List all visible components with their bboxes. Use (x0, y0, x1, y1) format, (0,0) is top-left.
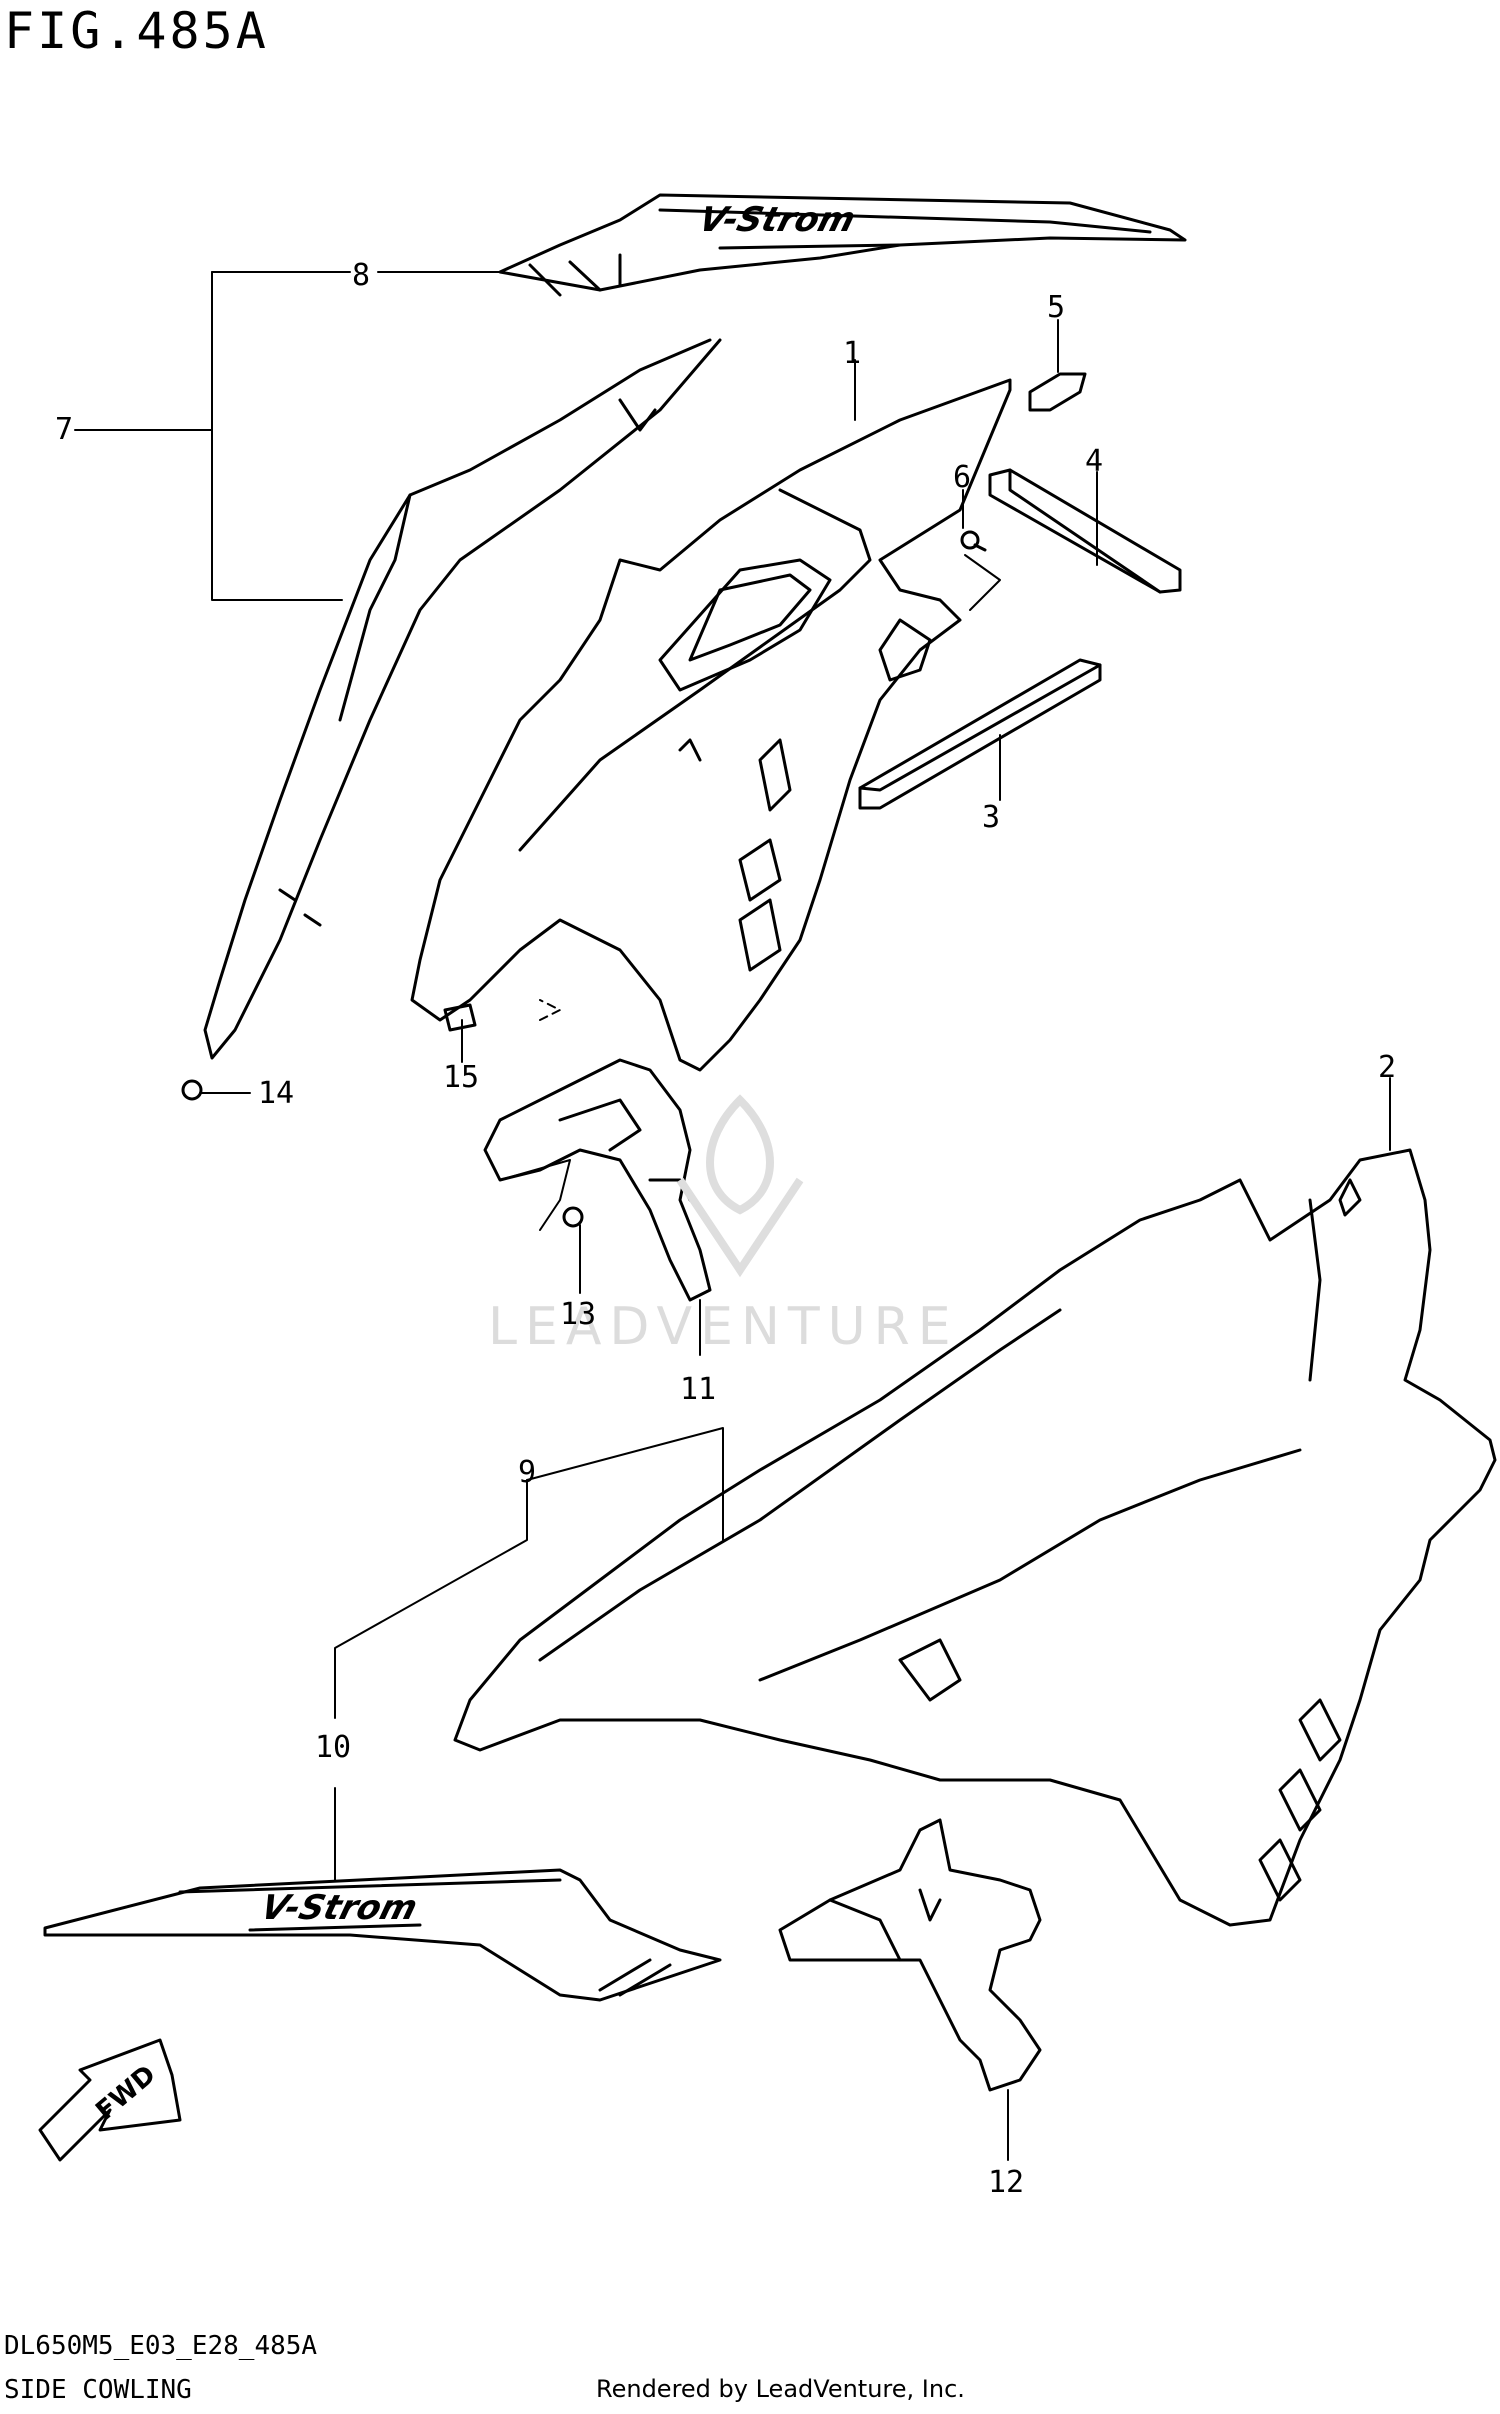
callout-12: 12 (988, 2165, 1025, 2200)
bracket-12 (778, 1818, 1042, 2092)
figure-title: FIG.485A (4, 2, 269, 60)
callout-6: 6 (953, 460, 972, 495)
leader-lines (74, 271, 1391, 2161)
cowling-lower-2 (453, 1148, 1497, 1927)
bracket-11 (483, 1058, 712, 1302)
foam-strip-3 (858, 658, 1102, 810)
screw-13 (562, 1206, 584, 1228)
callout-13: 13 (560, 1297, 597, 1332)
watermark-logo (676, 1094, 804, 1278)
diagram-code: DL650M5_E03_E28_485A (4, 2331, 318, 2361)
callout-10: 10 (315, 1730, 352, 1765)
callout-7: 7 (55, 412, 74, 447)
callout-1: 1 (843, 336, 862, 371)
watermark-text: LEADVENTURE (488, 1297, 959, 1357)
callout-14: 14 (258, 1076, 295, 1111)
decal-lower (43, 1868, 722, 2002)
clip-15 (443, 1003, 477, 1032)
render-credit: Rendered by LeadVenture, Inc. (596, 2375, 965, 2403)
screw-14 (181, 1079, 203, 1101)
callout-4: 4 (1085, 444, 1104, 479)
decal-text-lower: V-Strom (256, 1888, 422, 1928)
callout-9: 9 (518, 1455, 537, 1490)
callout-15: 15 (443, 1060, 480, 1095)
callout-5: 5 (1047, 290, 1066, 325)
callout-2: 2 (1378, 1050, 1397, 1085)
cowling-strip-7 (203, 338, 722, 1060)
cowling-upper-1 (410, 378, 1012, 1072)
callout-11: 11 (680, 1372, 717, 1407)
screw-6 (960, 530, 987, 552)
callout-3: 3 (982, 800, 1001, 835)
pad-5 (1028, 372, 1087, 412)
section-name: SIDE COWLING (4, 2375, 192, 2405)
fwd-arrow-icon (38, 2038, 182, 2162)
decal-text-upper: V-Strom (694, 200, 860, 240)
foam-strip-4 (988, 468, 1182, 594)
callout-8: 8 (352, 258, 371, 293)
decal-upper (498, 193, 1187, 297)
